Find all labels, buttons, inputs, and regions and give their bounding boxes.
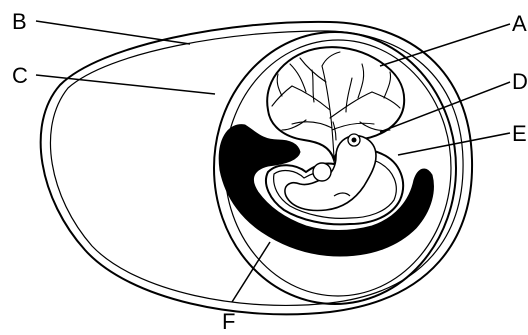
leader-line-c	[36, 75, 215, 94]
leader-line-a	[380, 24, 510, 66]
label-c: C	[12, 63, 28, 88]
label-f: F	[222, 309, 235, 334]
label-e: E	[512, 121, 527, 146]
leader-line-b	[36, 21, 190, 44]
label-d: D	[512, 69, 528, 94]
leader-line-e	[398, 133, 510, 155]
leader-line-f	[232, 242, 270, 302]
embryo-eye-pupil	[352, 138, 357, 143]
embryo-head	[313, 163, 331, 181]
label-a: A	[512, 11, 527, 36]
label-b: B	[12, 9, 27, 34]
